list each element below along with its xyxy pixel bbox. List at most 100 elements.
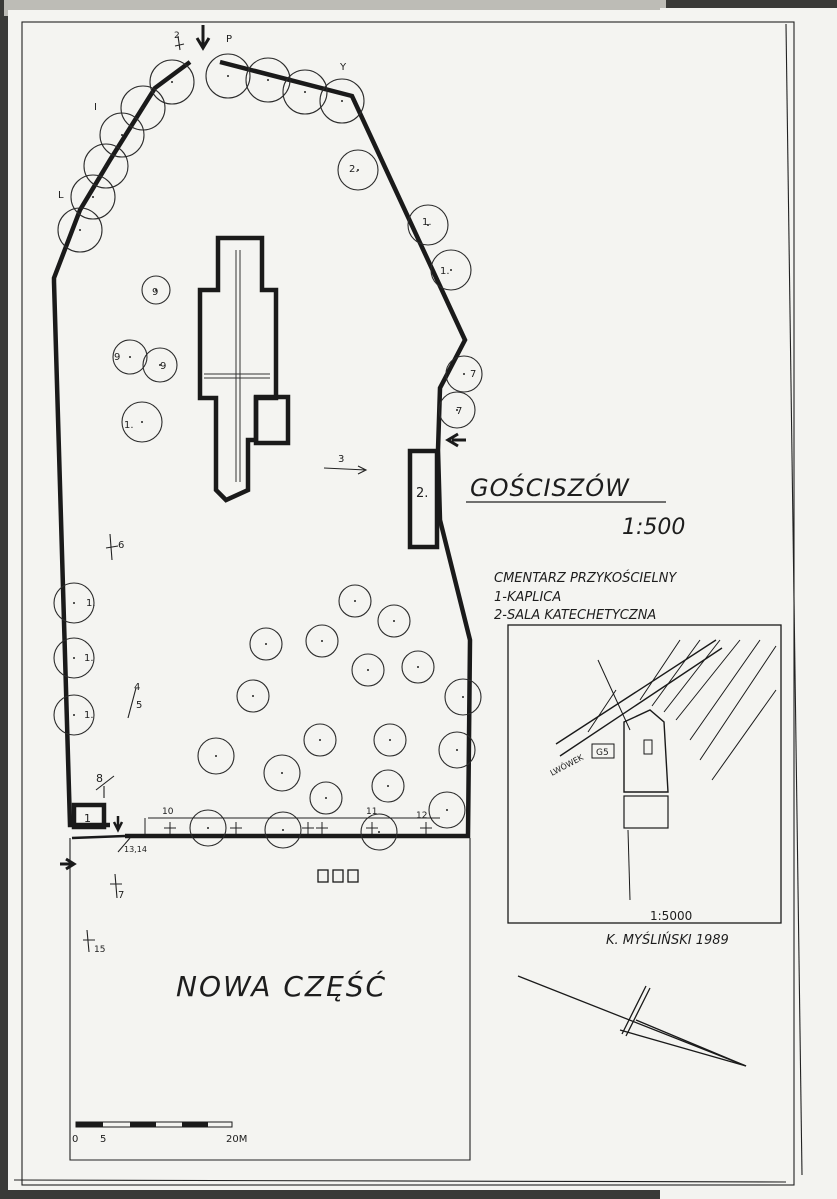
tree-center-dot xyxy=(462,696,464,698)
tombs-new-part xyxy=(317,869,359,883)
tree-circle xyxy=(282,69,328,115)
tree-circle xyxy=(112,339,148,375)
tree-center-dot xyxy=(357,169,359,171)
grave-label-6: 6 xyxy=(118,540,124,551)
tree-center-dot xyxy=(319,739,321,741)
legend-item-kaplica: 1-KAPLICA xyxy=(494,590,561,605)
tree-circle xyxy=(360,813,398,851)
sala-building xyxy=(407,448,440,550)
tree-center-dot xyxy=(378,831,380,833)
tree-circle xyxy=(401,650,435,684)
tree-center-dot xyxy=(141,421,143,423)
tree-circle xyxy=(373,723,407,757)
tree-center-dot xyxy=(281,772,283,774)
tree-center-dot xyxy=(73,657,75,659)
author-credit: K. MYŚLIŃSKI 1989 xyxy=(606,932,729,948)
inset-church-plot xyxy=(623,709,669,793)
entrance-arrow-north xyxy=(195,25,211,51)
bottom-frame xyxy=(13,1179,787,1183)
inset-scale: 1:5000 xyxy=(650,909,692,923)
tree-center-dot xyxy=(427,224,429,226)
map-scale: 1:500 xyxy=(622,515,685,540)
grave-label-15: 15 xyxy=(94,945,105,955)
tree-label-two: 2. xyxy=(349,164,359,175)
tree-circle xyxy=(377,604,411,638)
tree-center-dot xyxy=(129,356,131,358)
tree-circle xyxy=(438,731,476,769)
tree-circle xyxy=(205,53,251,99)
map-title: GOŚCISZÓW xyxy=(470,472,630,502)
sala-label: 2. xyxy=(416,486,428,501)
tree-circle xyxy=(236,679,270,713)
inset-cemetery xyxy=(623,795,669,829)
tree-circle xyxy=(121,401,163,443)
tree-label-nine-b: 9 xyxy=(114,352,120,363)
inset-road-sign xyxy=(591,743,615,759)
tree-center-dot xyxy=(92,196,94,198)
chapel-annex xyxy=(253,394,291,446)
grave-label-4: 4 xyxy=(134,682,140,693)
tree-circle xyxy=(249,627,283,661)
scale-bar-tick-5: 5 xyxy=(100,1134,106,1145)
tree-center-dot xyxy=(387,785,389,787)
new-part-label: NOWA CZĘŚĆ xyxy=(176,969,387,1003)
tree-center-dot xyxy=(282,829,284,831)
tree-circle xyxy=(142,347,178,383)
tree-label-one-e: 1. xyxy=(84,653,94,664)
tree-circle xyxy=(371,769,405,803)
tree-center-dot xyxy=(417,666,419,668)
tree-label-seven-b: 7 xyxy=(456,406,462,417)
chapel-interior-lines xyxy=(204,250,270,482)
inset-chapel xyxy=(643,739,653,755)
entrance-arrow-south xyxy=(112,816,124,833)
tree-circle xyxy=(197,737,235,775)
inset-hatching xyxy=(587,639,777,781)
tree-circle xyxy=(53,582,95,624)
tree-label-one-a: 1. xyxy=(422,217,432,228)
tree-label-i: I xyxy=(94,102,97,113)
tree-circle xyxy=(83,143,129,189)
tree-circle xyxy=(444,678,482,716)
tree-circle xyxy=(120,85,166,131)
inset-road-number: G5 xyxy=(596,748,609,758)
new-part-outline xyxy=(69,838,471,1161)
tree-circle xyxy=(407,204,449,246)
tree-circle xyxy=(438,391,476,429)
tree-center-dot xyxy=(207,827,209,829)
grave-label-8: 8 xyxy=(96,772,103,785)
north-arrow xyxy=(517,975,747,1067)
grave-label-12: 12 xyxy=(416,811,427,821)
grave-markers xyxy=(83,35,368,953)
gate-line xyxy=(71,834,126,840)
grave-label-7: 7 xyxy=(118,890,124,901)
kaplica-small-label: 1 xyxy=(84,812,91,825)
tree-center-dot xyxy=(159,364,161,366)
grave-label-2: 2 xyxy=(174,31,180,41)
tree-center-dot xyxy=(215,755,217,757)
tree-label-y: Y xyxy=(339,62,347,73)
tree-center-dot xyxy=(227,75,229,77)
tree-center-dot xyxy=(121,134,123,136)
tree-circle xyxy=(445,355,483,393)
tree-circle xyxy=(309,781,343,815)
tree-center-dot xyxy=(446,809,448,811)
tree-label-one-b: 1. xyxy=(440,266,450,277)
legend-item-sala: 2-SALA KATECHETYCZNA xyxy=(494,608,656,623)
tree-center-dot xyxy=(155,289,157,291)
tree-label-nine-a: 9 xyxy=(152,287,158,298)
tree-circle xyxy=(303,723,337,757)
legend-heading: CMENTARZ PRZYKOŚCIELNY xyxy=(494,570,677,586)
scale-bar xyxy=(75,1121,233,1128)
tree-center-dot xyxy=(171,81,173,83)
kaplica-small-building xyxy=(71,802,107,830)
tree-center-dot xyxy=(73,714,75,716)
tree-label-nine-c: 9 xyxy=(160,361,166,372)
tree-circle xyxy=(141,275,171,305)
tree-center-dot xyxy=(267,79,269,81)
tree-center-dot xyxy=(142,107,144,109)
scale-bar-tick-20: 20M xyxy=(226,1134,247,1145)
tree-center-dot xyxy=(252,695,254,697)
paper xyxy=(8,10,800,1190)
tree-label-one-f: 1. xyxy=(84,710,94,721)
tree-center-dot xyxy=(389,739,391,741)
